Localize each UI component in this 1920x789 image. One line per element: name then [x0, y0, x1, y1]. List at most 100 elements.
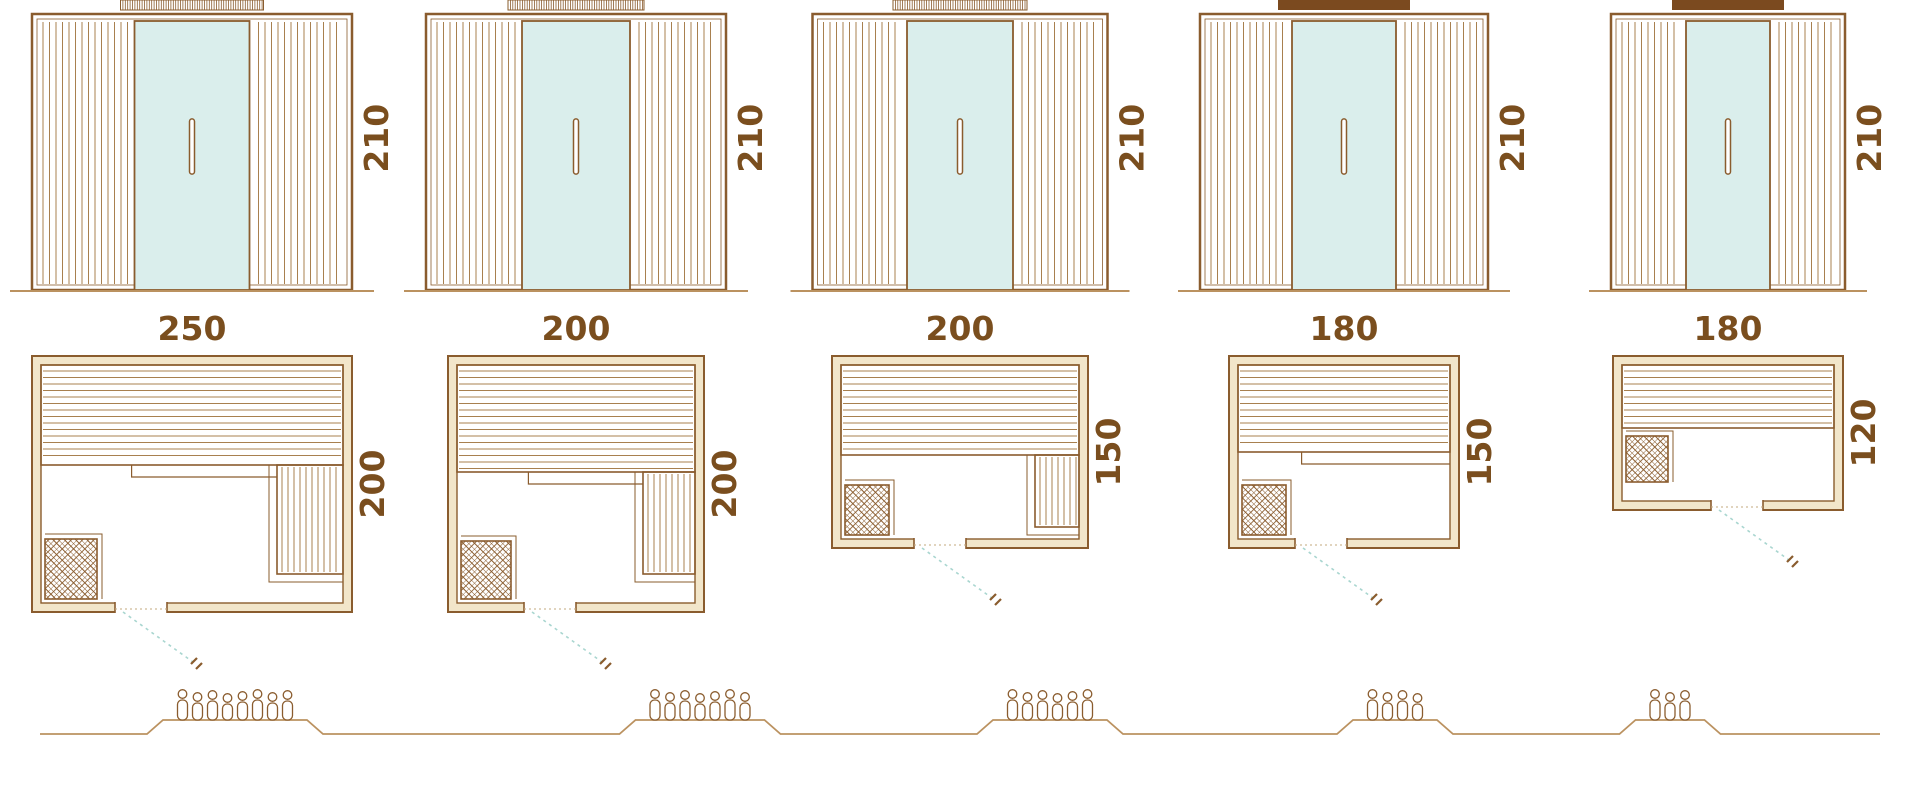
- elevation-row: 210 210 210 210 210: [0, 0, 1920, 300]
- person-icon: [1067, 691, 1078, 701]
- door-opening: [524, 601, 576, 615]
- door-swing: [921, 547, 993, 599]
- person-icon: [695, 693, 705, 703]
- door-handle: [188, 118, 196, 175]
- person-icon: [725, 689, 735, 699]
- person-icon: [1052, 693, 1063, 703]
- elevation-height-label: 210: [1113, 104, 1152, 173]
- person-icon: [1037, 690, 1048, 700]
- person-icon: [1650, 689, 1660, 699]
- bench-side: [276, 464, 344, 575]
- vent-strip: [120, 0, 264, 11]
- bench-top: [40, 364, 344, 466]
- sauna-3-plan: 200 150: [768, 300, 1152, 688]
- bench-step: [527, 472, 643, 485]
- bench-side: [642, 471, 696, 575]
- door-opening: [1295, 537, 1347, 551]
- person-icon: [267, 692, 278, 702]
- sauna-5-plan-drawing: 180 120: [1612, 309, 1883, 568]
- heater-guard: [45, 533, 103, 599]
- door-swing: [122, 611, 194, 663]
- door-handle: [1724, 118, 1732, 175]
- plan-width-label: 250: [158, 309, 227, 348]
- person-icon: [680, 690, 690, 700]
- person-icon: [177, 689, 188, 699]
- person-icon: [1007, 689, 1018, 699]
- sauna-1-elevation-drawing: 210: [10, 0, 396, 292]
- person-icon: [237, 691, 248, 701]
- plan-depth-label: 150: [1460, 418, 1499, 487]
- heater-guard: [1626, 430, 1674, 482]
- ground-line: [40, 719, 1880, 735]
- plan-width-label: 180: [1694, 309, 1763, 348]
- sauna-4-elevation-drawing: 210: [1178, 0, 1532, 292]
- bench-step: [1301, 452, 1450, 465]
- plan-depth-label: 200: [705, 450, 744, 519]
- person-icon: [1382, 692, 1393, 702]
- door-swing: [1302, 547, 1374, 599]
- heater: [1625, 435, 1669, 483]
- capacity-row: [40, 689, 1880, 735]
- person-icon: [1367, 689, 1378, 699]
- heater: [460, 540, 512, 600]
- person-icon: [1082, 689, 1093, 699]
- elevation-height-label: 210: [357, 104, 396, 173]
- vent-strip: [507, 0, 645, 11]
- vent-strip: [1278, 0, 1410, 10]
- elevation-height-label: 210: [1850, 104, 1889, 173]
- heater: [1241, 484, 1287, 536]
- door-swing: [1718, 509, 1790, 561]
- sauna-1-elevation: 210: [0, 0, 396, 300]
- door-opening: [1711, 499, 1763, 513]
- heater-guard: [845, 479, 895, 535]
- bench-top: [456, 364, 696, 473]
- plan-width-label: 180: [1310, 309, 1379, 348]
- door-handle: [956, 118, 964, 175]
- plan-width-label: 200: [542, 309, 611, 348]
- sauna-2-elevation: 210: [384, 0, 770, 300]
- sauna-5-elevation: 210: [1536, 0, 1920, 300]
- sauna-4-plan-drawing: 180 150: [1228, 309, 1499, 606]
- bench-top: [840, 364, 1080, 456]
- person-icon: [1680, 690, 1690, 700]
- sauna-3-plan-drawing: 200 150: [831, 309, 1128, 606]
- person-icon: [665, 692, 675, 702]
- plan-width-label: 200: [926, 309, 995, 348]
- person-icon: [1397, 690, 1408, 700]
- person-icon: [650, 689, 660, 699]
- sauna-4-elevation: 210: [1152, 0, 1536, 300]
- sauna-3-elevation-drawing: 210: [790, 0, 1152, 292]
- heater: [844, 484, 890, 536]
- bench-side: [1034, 454, 1080, 528]
- person-icon: [1665, 692, 1675, 702]
- elevation-height-label: 210: [1493, 104, 1532, 173]
- door-opening: [115, 601, 167, 615]
- sauna-4-plan: 180 150: [1152, 300, 1536, 688]
- heater-guard: [1242, 479, 1292, 535]
- person-icon: [192, 692, 203, 702]
- sauna-2-elevation-drawing: 210: [404, 0, 770, 292]
- heater: [44, 538, 98, 600]
- person-icon: [1022, 692, 1033, 702]
- bench-top: [1237, 364, 1451, 453]
- sauna-2-plan-drawing: 200 200: [447, 309, 744, 670]
- person-icon: [252, 689, 263, 699]
- sauna-5-elevation-drawing: 210: [1589, 0, 1889, 292]
- bench-top: [1621, 364, 1835, 429]
- person-icon: [740, 692, 750, 702]
- sauna-3-elevation: 210: [768, 0, 1152, 300]
- plan-depth-label: 120: [1844, 399, 1883, 468]
- vent-strip: [892, 0, 1028, 11]
- person-icon: [222, 693, 233, 703]
- sauna-2-plan: 200 200: [384, 300, 768, 688]
- person-icon: [1412, 693, 1423, 703]
- plan-depth-label: 150: [1089, 418, 1128, 487]
- sauna-5-plan: 180 120: [1536, 300, 1920, 688]
- door-swing: [531, 611, 603, 663]
- door-handle: [572, 118, 580, 175]
- door-handle: [1340, 118, 1348, 175]
